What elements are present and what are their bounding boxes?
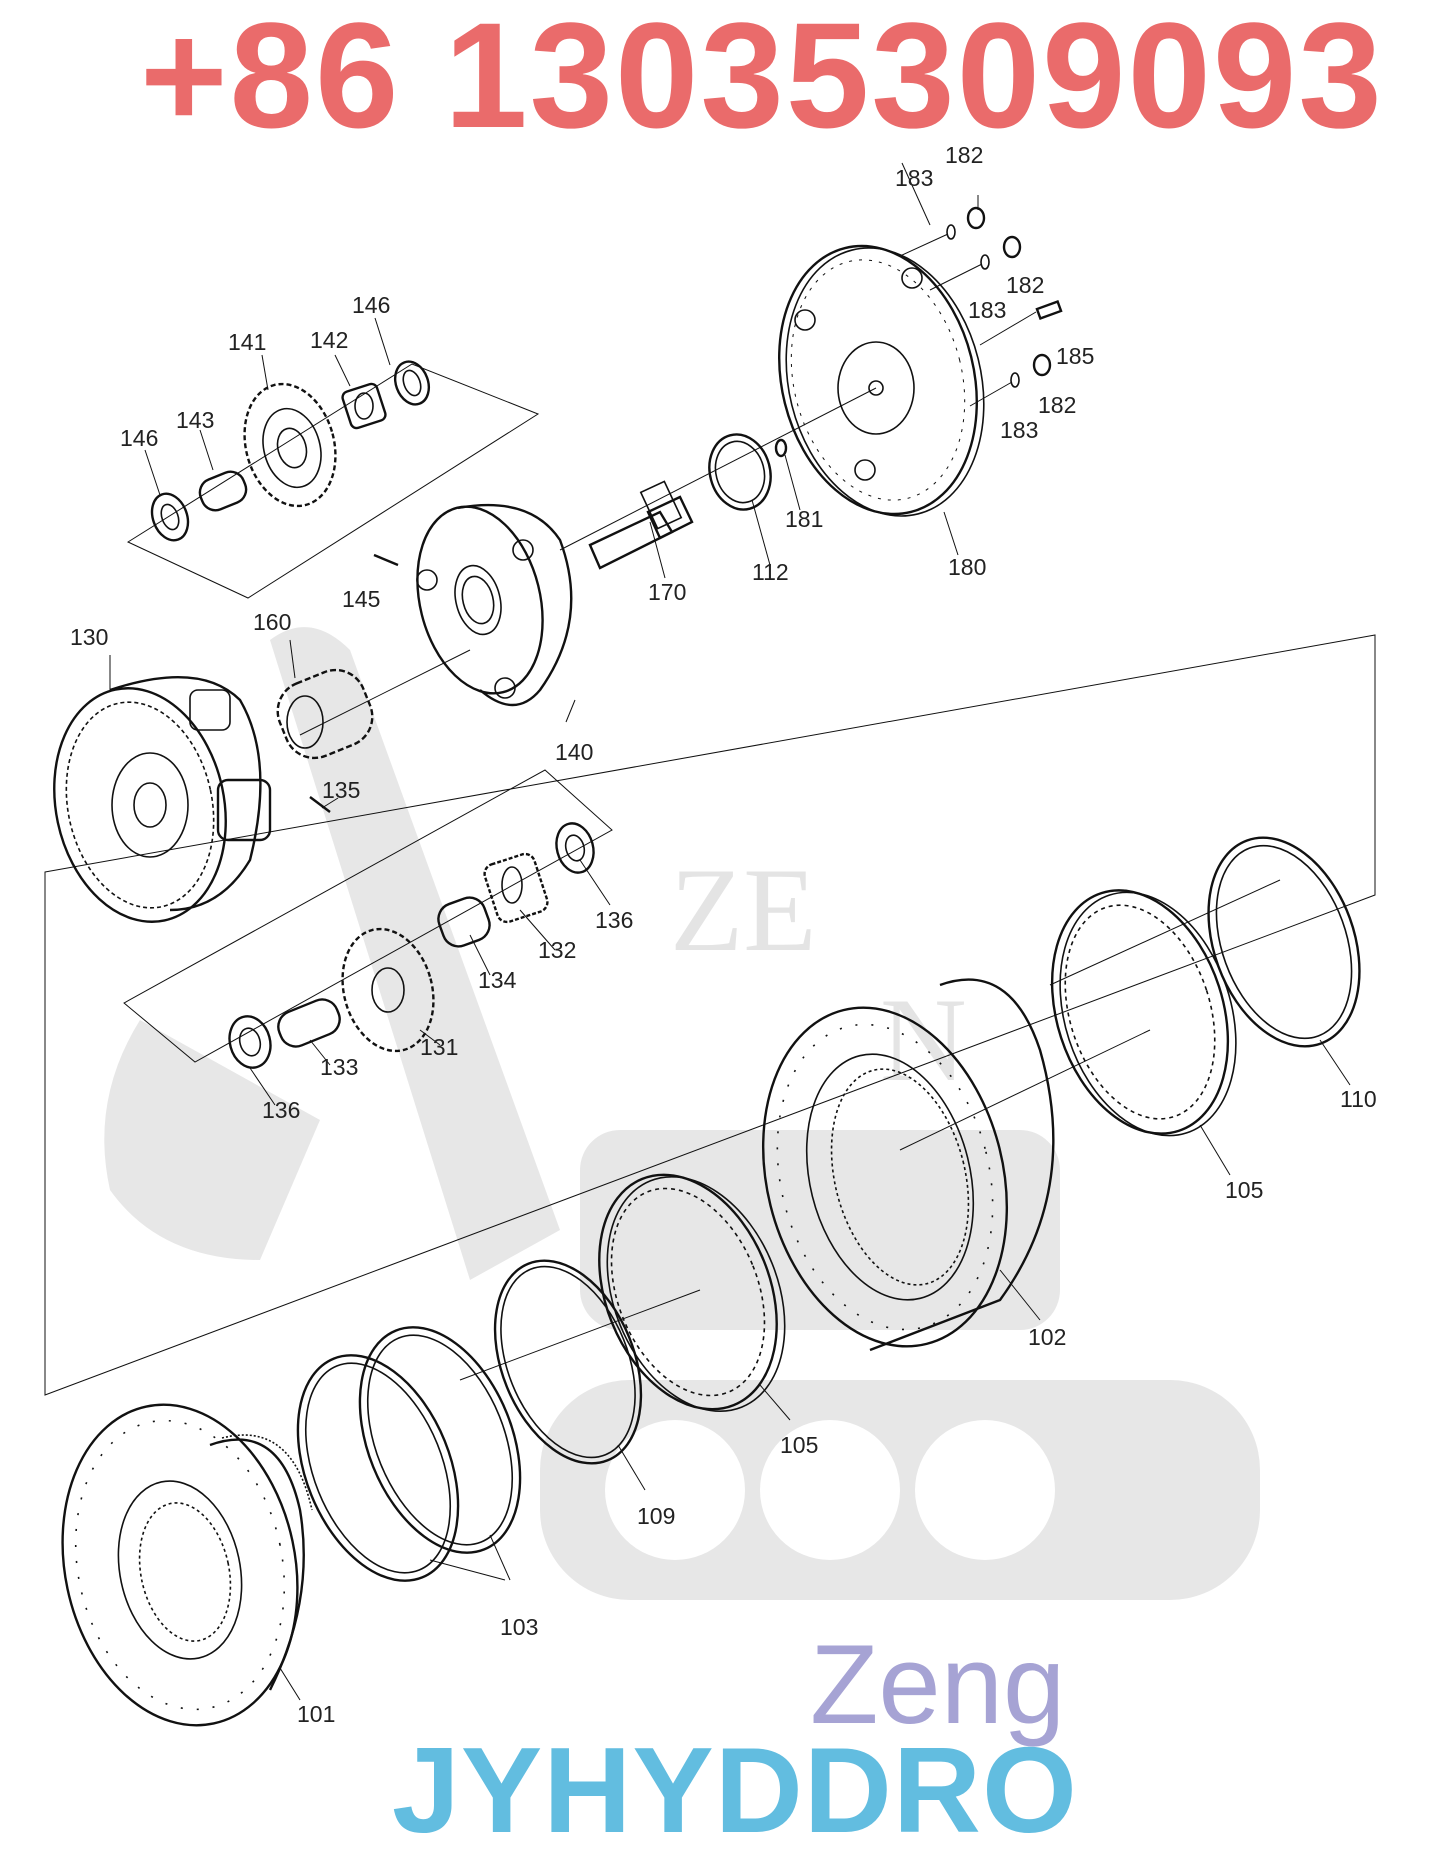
main-assembly-bracket [44,634,1376,1396]
label-183-mid: 183 [968,297,1006,323]
label-130: 130 [70,624,108,650]
upper-planet-bracket [126,363,540,599]
part-132-bearing [483,852,549,924]
label-131: 131 [420,1034,458,1060]
label-105-upper: 105 [1225,1177,1263,1203]
label-170: 170 [648,579,686,605]
label-136-left: 136 [262,1097,300,1123]
label-180: 180 [948,554,986,580]
lower-planet-bracket [123,769,613,1063]
part-146-washer-b [150,492,190,542]
label-182-top: 182 [945,142,983,168]
label-141: 141 [228,329,266,355]
part-105-bearing-upper [1050,889,1237,1137]
label-101: 101 [297,1701,335,1727]
part-130-carrier [53,676,272,923]
part-109-oring [493,1259,643,1465]
label-132: 132 [538,937,576,963]
label-143: 143 [176,407,214,433]
watermark-letter-n: N [880,973,967,1106]
label-145: 145 [342,586,380,612]
label-103: 103 [500,1614,538,1640]
part-103-seal [296,1326,522,1582]
label-135: 135 [322,777,360,803]
part-110-ring [1207,836,1361,1048]
part-182-plugs [966,206,1052,377]
label-110: 110 [1340,1086,1377,1112]
label-185: 185 [1056,343,1094,369]
part-141-gear [243,382,337,508]
part-160-sun-gear [276,668,374,760]
part-131-gear [341,927,435,1053]
label-136-right: 136 [595,907,633,933]
part-143-pin [198,470,248,512]
label-102: 102 [1028,1324,1066,1350]
label-183-bottom: 183 [1000,417,1038,443]
zeng-watermark: Zeng [810,1622,1066,1747]
part-142-bearing [341,382,387,430]
label-183-top: 183 [895,165,933,191]
brand-watermark: JYHYDDRO [392,1722,1078,1858]
label-146-left: 146 [120,425,158,451]
label-142: 142 [310,327,348,353]
part-181-ring [774,438,788,458]
part-102-housing [761,978,1055,1352]
part-105-bearing-lower [598,1173,786,1413]
label-134: 134 [478,967,517,993]
label-160: 160 [253,609,291,635]
watermark-excavator-logo: ZE N [104,627,1260,1600]
part-135-pin [309,796,331,813]
part-101-hub [61,1403,313,1727]
label-133: 133 [320,1054,358,1080]
label-182-bottom: 182 [1038,392,1076,418]
label-182-mid: 182 [1006,272,1044,298]
part-133-pin [277,998,341,1048]
phone-number-watermark: +86 13035309093 [140,0,1384,159]
part-134-spacer [437,896,491,948]
label-146-top: 146 [352,292,390,318]
cover-leader-lines [899,195,1037,407]
part-146-washer-a [393,360,431,406]
part-136-washer-a [555,822,595,874]
part-140-carrier [416,503,573,707]
label-112: 112 [752,559,789,585]
part-185-screw [1035,300,1063,320]
part-labels: 182 183 182 183 185 182 183 180 181 112 … [70,142,1377,1727]
part-112-ring [708,433,772,511]
label-leaders [109,162,1351,1701]
part-180-cover [778,244,985,517]
watermark-letters-ze: ZE [670,843,817,976]
label-181: 181 [785,506,823,532]
part-170-shaft [588,480,694,570]
part-183-washers [946,224,1020,388]
label-105-lower: 105 [780,1432,818,1458]
part-136-washer-b [228,1015,272,1069]
label-109: 109 [637,1503,675,1529]
label-140: 140 [555,739,593,765]
part-145-pin [373,553,399,567]
